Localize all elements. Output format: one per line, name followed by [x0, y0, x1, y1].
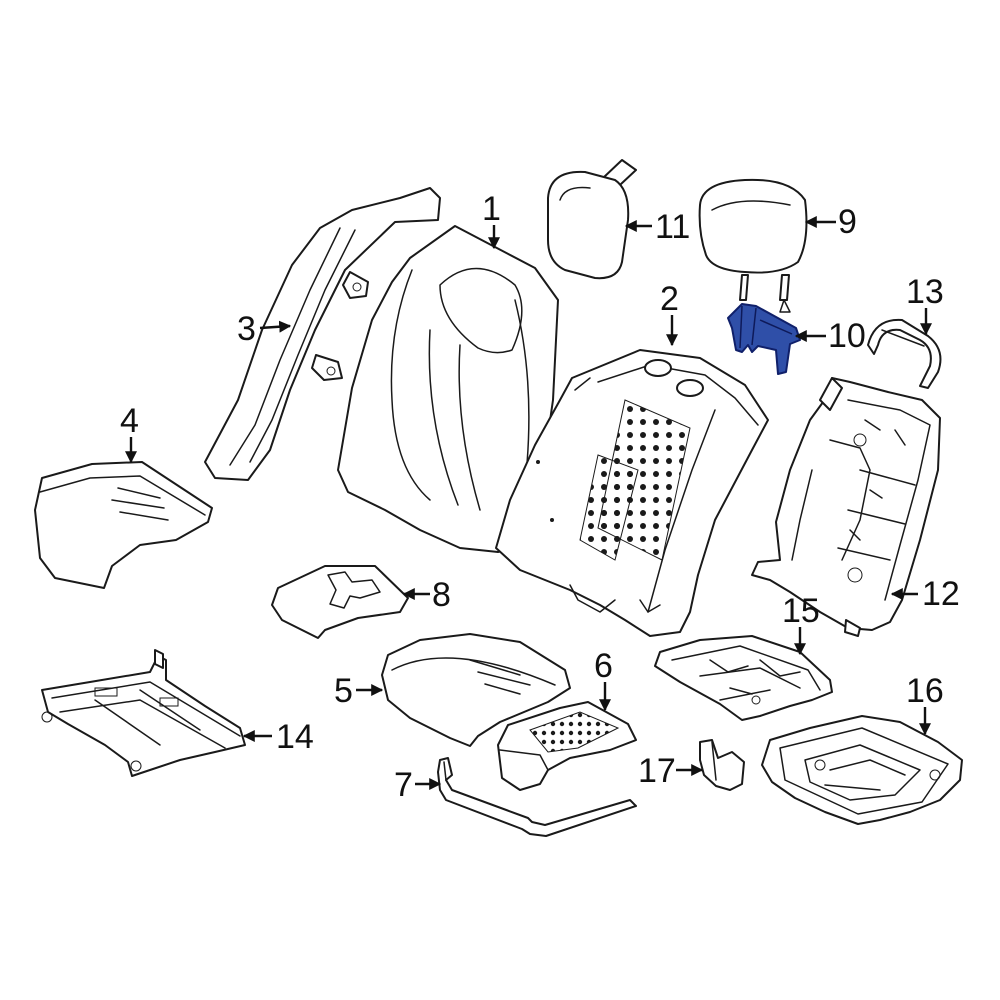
part-8-bracket-pad[interactable]	[271, 565, 409, 639]
callout-label: 6	[594, 647, 613, 685]
callout-label: 3	[237, 310, 256, 348]
callout-10: 10	[794, 317, 866, 355]
callout-6: 6	[594, 647, 613, 712]
part-6-seat-pad[interactable]	[497, 701, 637, 791]
callout-label: 7	[394, 766, 413, 804]
part-16-seat-frame[interactable]	[761, 715, 963, 825]
callout-label: 12	[922, 575, 960, 613]
part-11-headrest[interactable]	[547, 159, 637, 280]
part-10-headrest-guide[interactable]	[727, 303, 801, 375]
callout-label: 16	[906, 672, 944, 710]
callout-17: 17	[638, 752, 704, 790]
part-9-headrest-with-guides[interactable]	[698, 178, 808, 313]
callout-label: 4	[120, 402, 139, 440]
callout-label: 8	[432, 576, 451, 614]
callout-1: 1	[482, 190, 501, 250]
callout-13: 13	[906, 273, 944, 336]
part-14-seat-frame[interactable]	[41, 649, 246, 777]
callout-label: 1	[482, 190, 501, 228]
callout-label: 13	[906, 273, 944, 311]
callout-8: 8	[402, 576, 451, 614]
callout-5: 5	[334, 672, 384, 710]
part-5-seat-cushion[interactable]	[381, 633, 571, 747]
callout-label: 15	[782, 592, 820, 630]
callout-16: 16	[906, 672, 944, 736]
callout-label: 2	[660, 280, 679, 318]
part-3-side-trim[interactable]	[204, 187, 441, 481]
callout-label: 17	[638, 752, 676, 790]
callout-9: 9	[804, 203, 857, 241]
callout-7: 7	[394, 766, 442, 804]
callout-3: 3	[237, 310, 292, 348]
part-4-side-cushion[interactable]	[34, 461, 213, 589]
part-17-bracket[interactable]	[699, 739, 745, 791]
part-12-backrest-frame[interactable]	[751, 377, 941, 637]
callout-label: 14	[276, 718, 314, 756]
part-7-wire-rod[interactable]	[437, 757, 637, 837]
part-15-seat-pan[interactable]	[654, 635, 833, 721]
callout-11: 11	[624, 208, 690, 246]
callout-12: 12	[890, 575, 960, 613]
callout-4: 4	[120, 402, 139, 464]
callout-label: 11	[655, 208, 690, 246]
callout-label: 10	[828, 317, 866, 355]
part-1-backrest-cover[interactable]	[337, 225, 559, 553]
part-2-backrest-pad[interactable]	[495, 349, 769, 637]
callout-15: 15	[782, 592, 820, 656]
part-13-trim-rod[interactable]	[867, 318, 942, 389]
callout-label: 5	[334, 672, 353, 710]
callout-14: 14	[242, 718, 314, 756]
callout-label: 9	[838, 203, 857, 241]
callout-2: 2	[660, 280, 679, 347]
